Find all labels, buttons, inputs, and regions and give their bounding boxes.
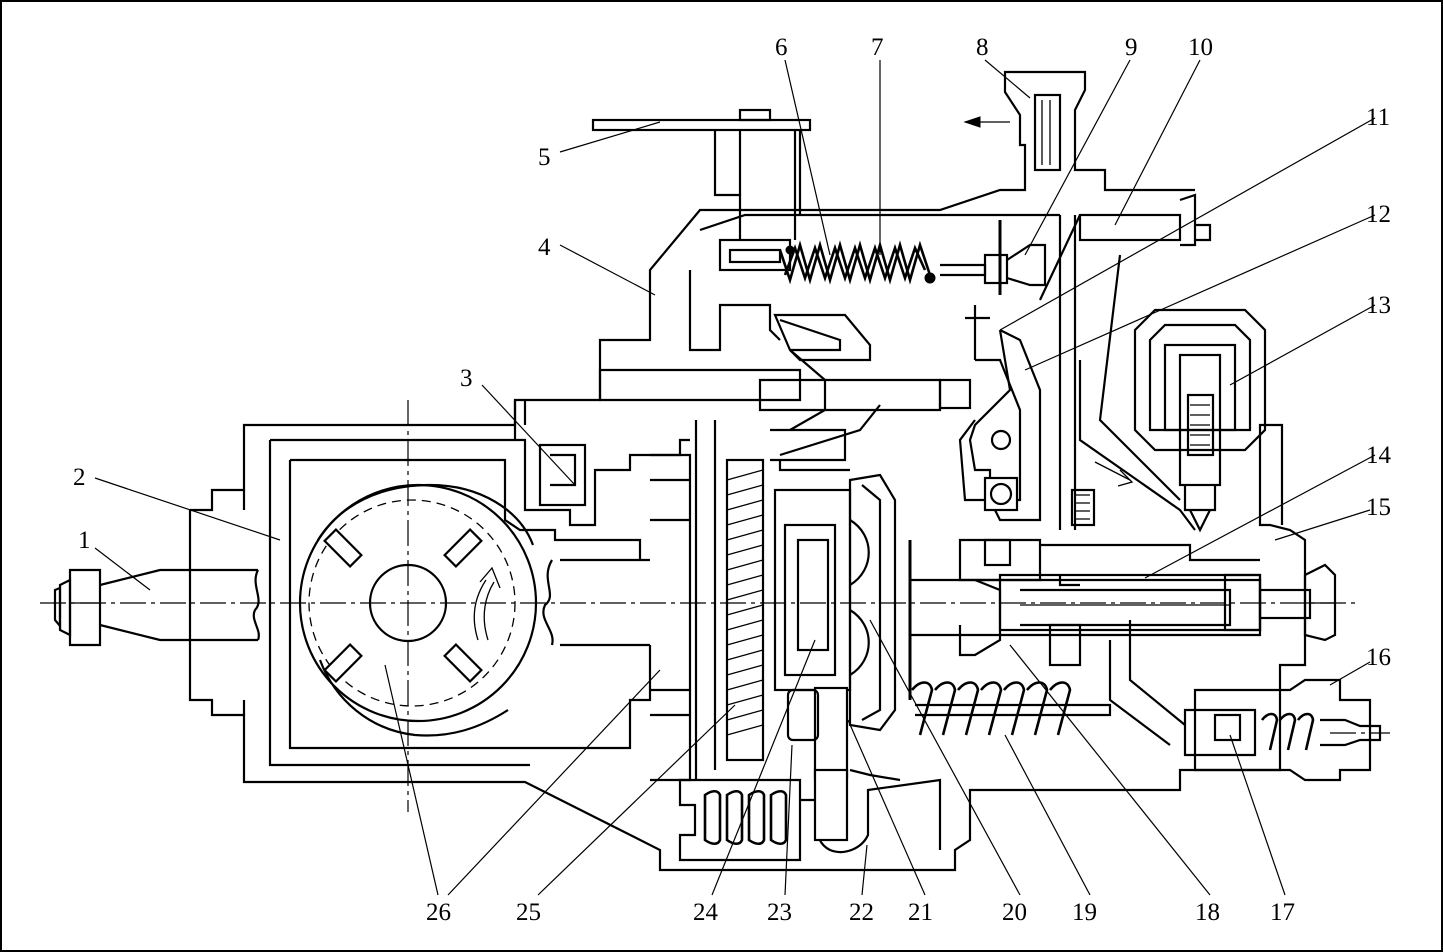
drive-shaft <box>53 558 650 647</box>
callout-3: 3 <box>460 365 473 392</box>
drive-plate-assembly <box>650 420 912 782</box>
callout-4: 4 <box>538 234 551 261</box>
timer-device <box>678 768 942 862</box>
delivery-valve-spring <box>1260 712 1315 751</box>
callout-13: 13 <box>1366 292 1391 319</box>
callout-9: 9 <box>1125 34 1138 61</box>
callout-labels: 1 2 3 4 5 6 7 8 9 10 11 12 13 14 15 16 1… <box>73 34 1392 926</box>
callout-16: 16 <box>1366 644 1391 671</box>
callout-18: 18 <box>1195 899 1220 926</box>
timer-spring <box>703 789 788 846</box>
callout-26: 26 <box>426 899 451 926</box>
callout-12: 12 <box>1366 201 1391 228</box>
callout-1: 1 <box>78 527 91 554</box>
callout-11: 11 <box>1366 104 1390 131</box>
callout-23: 23 <box>767 899 792 926</box>
delivery-valve <box>1183 678 1382 782</box>
governor-spring <box>778 240 936 285</box>
callout-22: 22 <box>849 899 874 926</box>
callout-8: 8 <box>976 34 989 61</box>
callout-25: 25 <box>516 899 541 926</box>
callout-19: 19 <box>1072 899 1097 926</box>
callout-17: 17 <box>1270 899 1295 926</box>
callout-2: 2 <box>73 464 86 491</box>
governor-assembly <box>513 93 1212 530</box>
callout-6: 6 <box>775 34 788 61</box>
callout-21: 21 <box>908 899 933 926</box>
callout-7: 7 <box>871 34 884 61</box>
callout-20: 20 <box>1002 899 1027 926</box>
shutoff-solenoid <box>1078 254 1267 533</box>
callout-14: 14 <box>1366 442 1392 469</box>
leader-lines <box>94 59 1376 896</box>
callout-10: 10 <box>1188 34 1213 61</box>
callout-5: 5 <box>538 144 551 171</box>
callout-15: 15 <box>1366 494 1391 521</box>
vane-supply-pump <box>298 483 538 737</box>
pump-housing <box>188 70 1307 872</box>
gear-teeth <box>726 469 764 736</box>
callout-24: 24 <box>693 899 719 926</box>
